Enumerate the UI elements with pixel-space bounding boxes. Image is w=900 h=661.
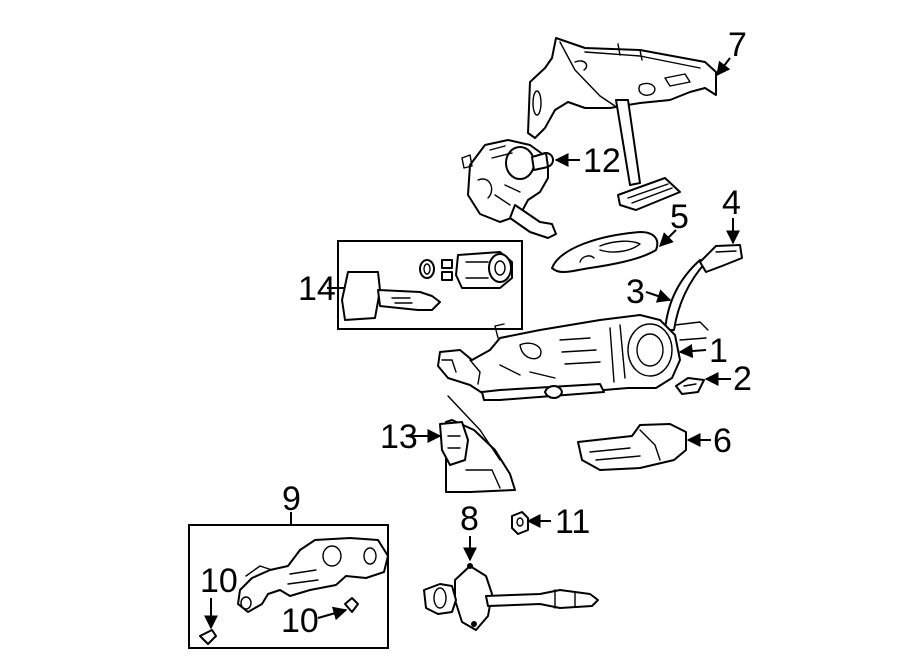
- part-4-shift-lever: [664, 244, 743, 331]
- part-14-lock-kit: [337, 240, 523, 330]
- part-1-steering-column: [437, 314, 709, 401]
- part-7-pedal-bracket: [527, 37, 717, 211]
- part-10-bolt-b: [344, 597, 359, 613]
- part-6-lower-shroud: [577, 423, 687, 471]
- callout-2: 2: [733, 360, 752, 398]
- callout-1: 1: [709, 332, 728, 370]
- callout-9: 9: [282, 480, 301, 518]
- part-9-box: [188, 524, 389, 649]
- callout-6: 6: [713, 422, 732, 460]
- part-13-trim-panel: [439, 395, 516, 493]
- part-2-clip: [675, 377, 705, 395]
- callout-10-left: 10: [200, 562, 238, 600]
- part-12-shift-assembly: [461, 139, 557, 239]
- callout-5: 5: [670, 198, 689, 236]
- callout-13: 13: [380, 418, 418, 456]
- callout-12: 12: [583, 142, 621, 180]
- part-8-intermediate-shaft: [423, 563, 599, 631]
- callout-14: 14: [298, 270, 336, 308]
- callout-11: 11: [555, 503, 590, 541]
- callout-3: 3: [626, 273, 645, 311]
- part-14-box: [337, 240, 523, 330]
- callout-labels: 7 12 5 4 3 14 1 2 6 13 8 11 9 10 10: [200, 26, 752, 640]
- callout-8: 8: [460, 500, 479, 538]
- callout-4: 4: [722, 184, 741, 222]
- leader-lines: [204, 57, 740, 630]
- part-10-bolt-a: [199, 629, 217, 645]
- callout-7: 7: [728, 26, 747, 64]
- part-5-upper-shroud: [551, 231, 659, 274]
- callout-10-right: 10: [281, 602, 319, 640]
- part-11-nut: [511, 511, 529, 535]
- part-9-ujoint-shaft: [188, 524, 389, 649]
